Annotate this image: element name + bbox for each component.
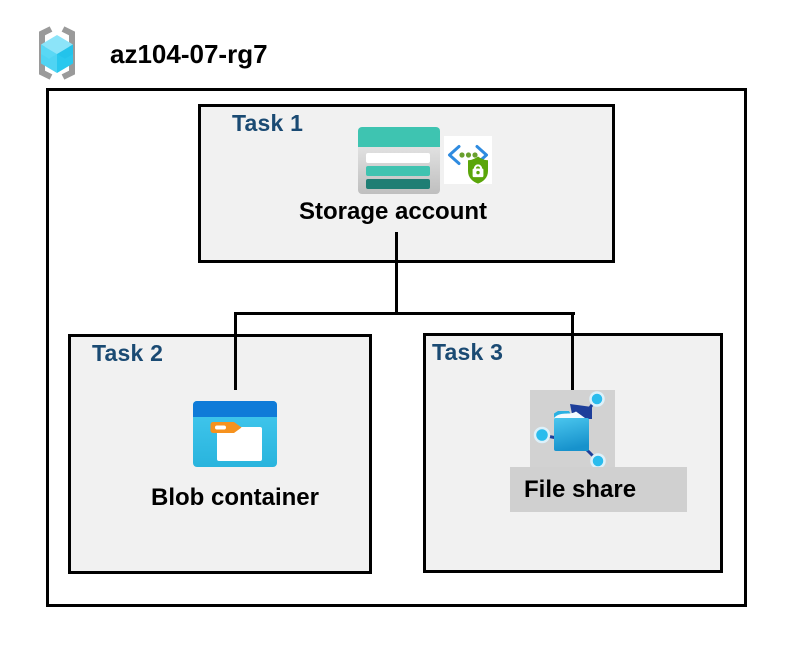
- connector-to-file-share: [571, 312, 574, 390]
- resource-group-icon: [28, 24, 86, 82]
- task1-label: Task 1: [232, 110, 304, 136]
- blob-container-label: Blob container: [150, 484, 319, 511]
- blob-container-folder-icon: [193, 401, 277, 467]
- resource-group-name: az104-07-rg7: [110, 39, 268, 69]
- storage-account-icon: [358, 127, 440, 194]
- connector-horizontal-split: [234, 312, 575, 315]
- connector-to-blob-container: [234, 312, 237, 390]
- code-brackets-shield-lock-icon: [444, 136, 492, 184]
- storage-account-label: Storage account: [298, 198, 488, 225]
- task2-label: Task 2: [92, 340, 164, 366]
- file-share-label: File share: [524, 476, 637, 503]
- file-share-highlight-rect: [510, 467, 687, 512]
- task3-label: Task 3: [432, 339, 504, 365]
- connector-storage-to-split: [395, 232, 398, 312]
- file-share-network-folder-icon: [530, 390, 615, 468]
